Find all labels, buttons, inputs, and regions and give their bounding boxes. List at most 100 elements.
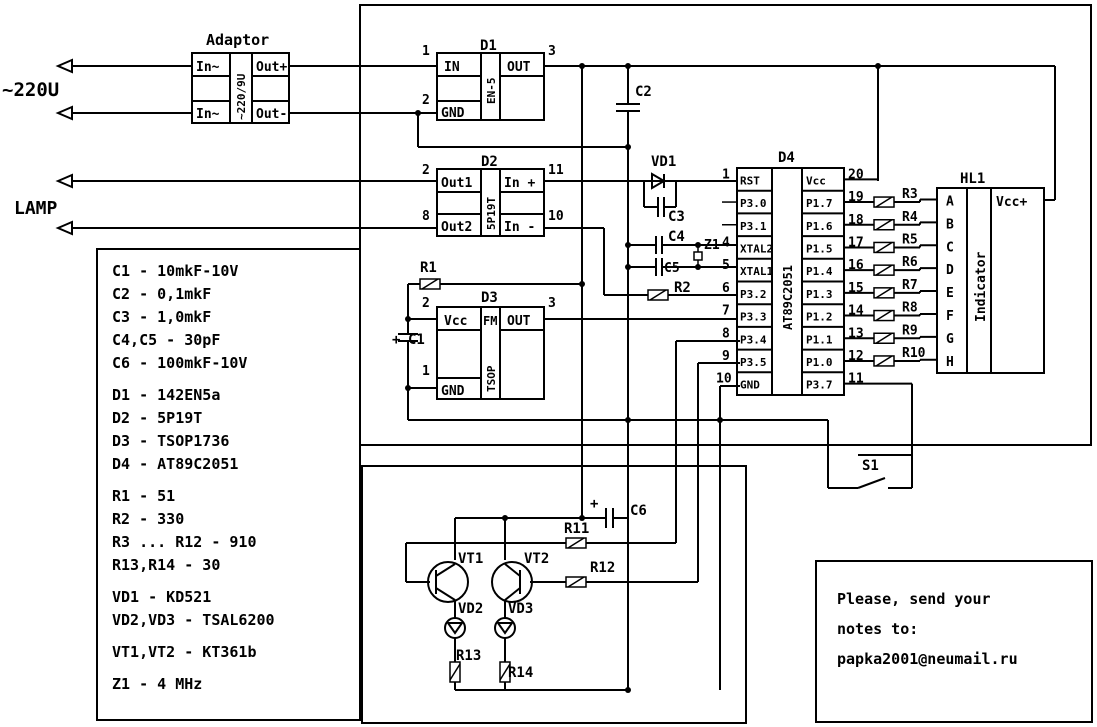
- r9-label: R9: [902, 323, 918, 338]
- vt1-transistor: VT1: [427, 551, 483, 603]
- legend-row: C6 - 100mkF-10V: [112, 354, 248, 372]
- d3-body-label: TSOP: [485, 365, 498, 392]
- legend-row: D3 - TSOP1736: [112, 432, 230, 450]
- d2-inm: In -: [504, 220, 535, 235]
- legend-row: R1 - 51: [112, 487, 176, 505]
- d1-out: OUT: [507, 60, 531, 75]
- d1-body-label: EN-5: [485, 78, 498, 105]
- d3-receiver: D3 Vcc FM OUT GND TSOP 2 3 1: [422, 290, 556, 400]
- d4-pin-right-3: P1.5: [806, 242, 833, 255]
- d3-pin-1: 1: [422, 364, 430, 379]
- r6-label: R6: [902, 255, 918, 270]
- d4-pin-left-2: P3.1: [740, 220, 767, 233]
- d3-gnd: GND: [441, 384, 465, 399]
- r3-label: R3: [902, 187, 918, 202]
- vt2-label: VT2: [524, 551, 549, 567]
- main-board-frame: [359, 4, 1092, 446]
- d4-pin-left-8: P3.5: [740, 356, 767, 369]
- parts-legend: C1 - 10mkF-10V C2 - 0,1mkF C3 - 1,0mkF C4,C…: [96, 248, 361, 721]
- s1-switch: S1: [827, 420, 913, 489]
- hl1-pin-E: E: [946, 286, 954, 301]
- legend-gap: [112, 664, 359, 673]
- d2-pin-2: 2: [422, 163, 430, 178]
- d2-out1: Out1: [441, 176, 472, 191]
- d4-pinnum-left-9: 10: [716, 372, 732, 387]
- s1-label: S1: [862, 458, 879, 474]
- legend-row: C3 - 1,0mkF: [112, 308, 212, 326]
- legend-row: R2 - 330: [112, 510, 185, 528]
- d2-optocoupler: D2 Out1 Out2 In + In - 5P19T 2 8 11 10: [422, 154, 564, 237]
- d3-out: OUT: [507, 314, 531, 329]
- legend-row: C1 - 10mkF-10V: [112, 262, 239, 280]
- d2-pin-11: 11: [548, 163, 564, 178]
- c4-capacitor: C4: [628, 229, 740, 254]
- c2-capacitor: C2: [616, 66, 652, 690]
- d4-label: D4: [778, 150, 795, 166]
- vd2-label: VD2: [458, 601, 483, 617]
- legend-row: D2 - 5P19T: [112, 409, 203, 427]
- hl1-indicator: HL1 Vcc+ Indicator: [936, 171, 1045, 374]
- lamp-line-top: [55, 173, 437, 189]
- d4-pin-right-9: P3.7: [806, 379, 833, 392]
- d2-pin-8: 8: [422, 209, 430, 224]
- d4-pinnum-left-3: 4: [722, 235, 730, 250]
- d4-pin-left-0: RST: [740, 174, 760, 187]
- hl1-body-label: Indicator: [974, 251, 989, 322]
- legend-gap: [112, 632, 359, 641]
- vt1-label: VT1: [458, 551, 483, 567]
- d4-pin-right-8: P1.0: [806, 356, 833, 369]
- z1-label: Z1: [704, 238, 720, 253]
- hl1-vcc: Vcc+: [996, 195, 1027, 210]
- legend-row: C4,C5 - 30pF: [112, 331, 221, 349]
- lamp-line-bottom: [55, 220, 437, 236]
- lamp-label: LAMP: [14, 198, 58, 219]
- d1-regulator: D1 IN GND OUT EN-5 1 2 3: [422, 38, 556, 121]
- d4-pins: RST1P3.0P3.1XTAL24XTAL15P3.26P3.37P3.48P…: [716, 167, 926, 455]
- r2-label: R2: [674, 280, 691, 296]
- c6-label: C6: [630, 503, 647, 519]
- d3-pin-3: 3: [548, 296, 556, 311]
- legend-row: D1 - 142EN5a: [112, 386, 221, 404]
- d3-fm: FM: [483, 314, 497, 328]
- d4-pin-left-1: P3.0: [740, 197, 767, 210]
- r2-resistor: R2: [647, 280, 740, 301]
- d4-pin-right-6: P1.2: [806, 311, 833, 324]
- r5-label: R5: [902, 232, 918, 247]
- d1-in: IN: [444, 60, 460, 75]
- adaptor-block: Adaptor In~ In~ Out+ Out- ~220/9U: [191, 31, 290, 124]
- r11-resistor: R11: [406, 521, 676, 549]
- r14-resistor: R14: [499, 661, 533, 683]
- d4-body-label: AT89C2051: [781, 265, 795, 330]
- r13-label: R13: [456, 648, 481, 664]
- r1-resistor: R1: [408, 260, 582, 290]
- hl1-pin-B: B: [946, 217, 954, 232]
- emitter-board-frame: [361, 465, 747, 724]
- hl1-label: HL1: [960, 171, 985, 187]
- c3-label: C3: [668, 209, 685, 225]
- legend-row: VD1 - KD521: [112, 588, 212, 606]
- d2-body-label: 5P19T: [485, 197, 498, 230]
- legend-row: C2 - 0,1mkF: [112, 285, 212, 303]
- vd3-led: VD3: [494, 601, 533, 639]
- d4-pin-left-4: XTAL1: [740, 265, 773, 278]
- d4-pinnum-left-7: 8: [722, 326, 730, 341]
- d3-pin-2: 2: [422, 296, 430, 311]
- d3-vcc: Vcc: [444, 314, 467, 329]
- d2-pin-10: 10: [548, 209, 564, 224]
- d4-pin-right-2: P1.6: [806, 220, 833, 233]
- hl1-pin-D: D: [946, 263, 954, 278]
- adaptor-body-label: ~220/9U: [235, 73, 248, 120]
- legend-row: VD2,VD3 - TSAL6200: [112, 611, 275, 629]
- mains-label: ~220U: [2, 79, 59, 101]
- vd3-label: VD3: [508, 601, 533, 617]
- notes-line: papka2001@neumail.ru: [837, 650, 1018, 668]
- r14-label: R14: [508, 665, 533, 681]
- d1-pin-1: 1: [422, 44, 430, 59]
- d4-pinnum-left-6: 7: [722, 304, 730, 319]
- d4-pinnum-left-8: 9: [722, 349, 730, 364]
- d4-pin-right-0: Vcc: [806, 174, 826, 187]
- r8-label: R8: [902, 301, 918, 316]
- d4-pin-left-6: P3.3: [740, 311, 767, 324]
- r10-label: R10: [902, 346, 926, 361]
